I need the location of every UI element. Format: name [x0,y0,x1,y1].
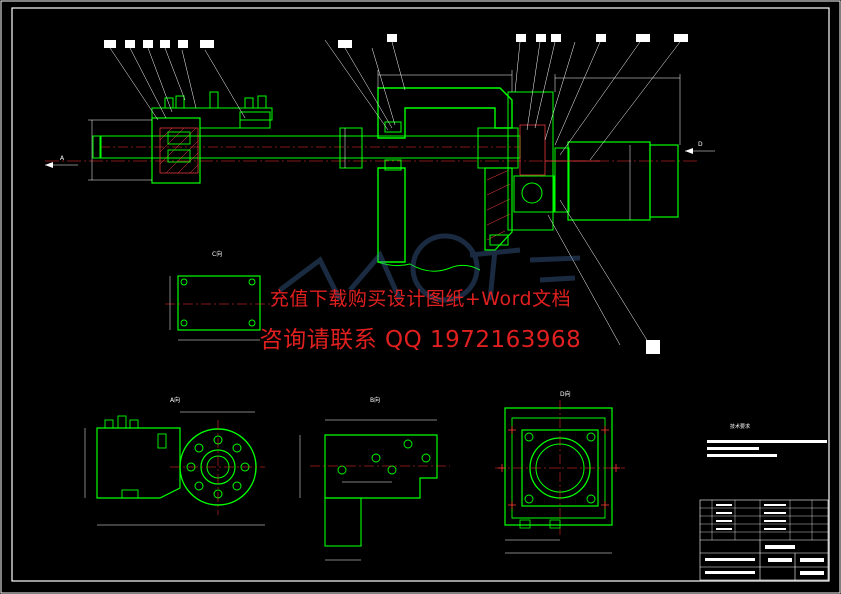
view-c-label: C向 [212,250,222,258]
direction-arrow-d: D [685,141,715,154]
view-b: B向 [299,396,450,561]
direction-d-label: D [698,141,703,148]
notes-title: 技术要求 [730,423,750,430]
view-b-label: B向 [370,396,380,404]
technical-notes: 技术要求 [707,423,827,457]
view-c: C向 [165,250,275,341]
direction-arrow-a: A [45,155,78,168]
main-section-view: A D [45,34,715,354]
direction-a-label: A [60,155,65,162]
view-d-label: D向 [560,390,571,398]
view-a: A向 [84,396,265,526]
title-block [699,499,829,581]
watermark-line-2: 咨询请联系 QQ 1972163968 [259,327,582,353]
watermark-line-1: 充值下载购买设计图纸+Word文档 [269,288,572,310]
sheet-border-inner [11,7,830,582]
view-a-label: A向 [170,396,180,404]
view-d: D向 [495,390,625,554]
logo-watermark [278,233,581,303]
